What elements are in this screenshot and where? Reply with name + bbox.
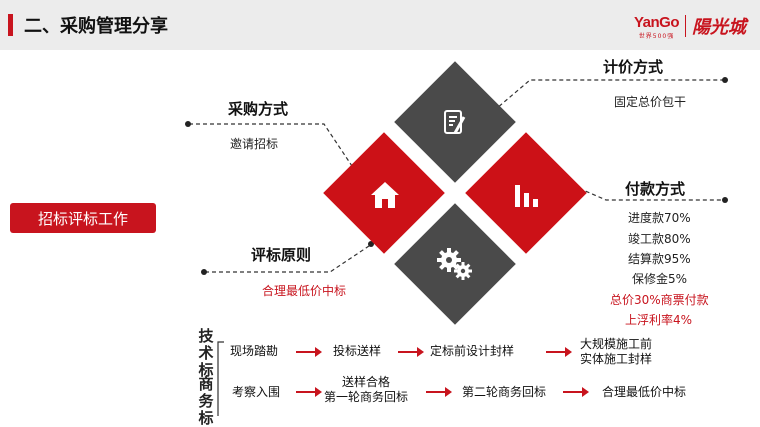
flow-step: 合理最低价中标 [602, 385, 687, 399]
connector-dot-procurement [185, 121, 191, 127]
flow-bracket [217, 341, 224, 416]
logo-en: YanGo [633, 14, 680, 31]
flow-step: 大规模施工前 实体施工封样 [580, 337, 652, 367]
flow-step: 考察入围 [232, 385, 281, 399]
procurement-method-title: 采购方式 [228, 100, 289, 118]
connector-dot-evaluation-inner [368, 241, 374, 247]
flow-arrow [426, 387, 452, 397]
payment-item: 竣工款80% [628, 232, 691, 246]
payment-item: 结算款95% [628, 252, 691, 266]
connector-dot-evaluation [201, 269, 207, 275]
payment-item: 进度款70% [628, 211, 691, 225]
evaluation-principle-value: 合理最低价中标 [262, 284, 347, 298]
flow-arrow [546, 347, 572, 357]
header-bar: 二、采购管理分享 YanGo 世界500强 陽光城 [0, 0, 760, 50]
evaluation-principle-title: 评标原则 [251, 246, 312, 264]
flow-arrow [563, 387, 589, 397]
flow-arrow [398, 347, 424, 357]
logo-en-block: YanGo 世界500强 [633, 12, 680, 40]
page-title: 二、采购管理分享 [24, 16, 168, 37]
company-logo: YanGo 世界500强 陽光城 [633, 12, 746, 40]
technical-bid-label: 技术标 [198, 327, 214, 379]
pricing-method-title: 计价方式 [603, 58, 664, 76]
flow-step: 第二轮商务回标 [462, 385, 547, 399]
document-pen-icon [440, 108, 470, 138]
bidding-work-button[interactable]: 招标评标工作 [10, 203, 156, 233]
flow-step-line: 第一轮商务回标 [324, 390, 409, 404]
gears-icon [436, 246, 474, 282]
flow-step: 投标送样 [333, 344, 382, 358]
connector-dot-payment [722, 197, 728, 203]
logo-divider [685, 15, 686, 37]
pricing-method-value: 固定总价包干 [614, 95, 687, 109]
procurement-method-value: 邀请招标 [230, 137, 279, 151]
flow-step-line: 实体施工封样 [580, 352, 653, 366]
flow-step: 定标前设计封样 [430, 344, 515, 358]
payment-method-title: 付款方式 [625, 180, 686, 198]
payment-item-highlight: 总价30%商票付款 [610, 293, 709, 307]
flow-arrow [296, 347, 322, 357]
logo-cn: 陽光城 [692, 17, 746, 38]
connector-dot-pricing [722, 77, 728, 83]
house-icon [369, 179, 401, 211]
title-accent-bar [8, 14, 13, 36]
payment-item-highlight: 上浮利率4% [625, 313, 693, 327]
flow-step-line: 送样合格 [342, 375, 391, 389]
payment-item: 保修金5% [632, 272, 688, 286]
bar-chart-icon [511, 179, 543, 211]
flow-arrow [296, 387, 322, 397]
flow-step: 送样合格 第一轮商务回标 [324, 375, 408, 405]
flow-step: 现场踏勘 [230, 344, 279, 358]
logo-en-sub: 世界500强 [638, 33, 675, 40]
flow-step-line: 大规模施工前 [580, 337, 653, 351]
